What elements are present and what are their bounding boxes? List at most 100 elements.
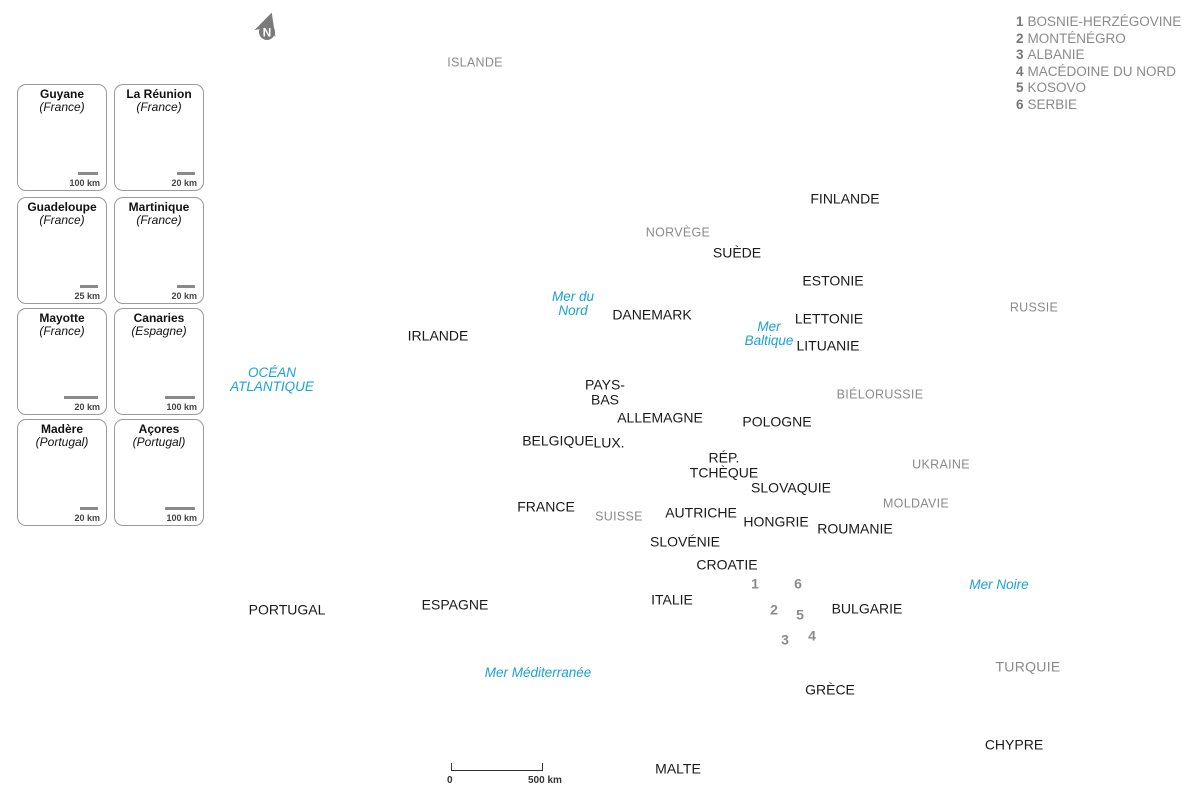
inset-scale-label: 25 km <box>74 291 100 301</box>
legend-number: 6 <box>1016 96 1024 112</box>
country-label-allemagne: ALLEMAGNE <box>617 409 703 426</box>
inset-country: (Portugal) <box>132 435 186 449</box>
inset-name: La Réunion <box>126 87 192 101</box>
country-label-pologne: POLOGNE <box>742 413 812 430</box>
inset-scale-bar <box>80 507 98 510</box>
inset-scale-label: 100 km <box>69 178 100 188</box>
inset-name: Martinique <box>128 200 190 214</box>
inset-guyane: Guyane (France) 100 km <box>17 84 107 191</box>
country-label-france: FRANCE <box>517 498 575 515</box>
inset-name: Madère <box>40 422 84 436</box>
country-label-irlande: IRLANDE <box>407 327 469 344</box>
inset-name: Guyane <box>39 87 84 101</box>
legend-number: 2 <box>1016 30 1024 46</box>
north-arrow: N <box>253 8 283 40</box>
country-label-bulgarie: BULGARIE <box>831 600 903 617</box>
inset-name: Mayotte <box>39 311 85 325</box>
country-label-chypre: CHYPRE <box>984 736 1044 753</box>
country-label-slovenie: SLOVÉNIE <box>649 533 721 550</box>
inset-madere: Madère (Portugal) 20 km <box>17 419 107 526</box>
legend-label: MONTÉNÉGRO <box>1027 30 1126 46</box>
sea-label-mer-mediterranee: Mer Méditerranée <box>484 664 592 680</box>
country-label-malte: MALTE <box>655 760 701 777</box>
sea-label-mer-noire: Mer Noire <box>969 576 1029 592</box>
scale-bar-start: 0 <box>447 775 453 786</box>
country-label-bielorussie: BIÉLORUSSIE <box>836 387 924 402</box>
map-number-5: 5 <box>796 606 804 623</box>
inset-scale-bar <box>177 172 195 175</box>
country-label-hongrie: HONGRIE <box>743 513 809 530</box>
country-label-danemark: DANEMARK <box>612 306 692 323</box>
sea-label-ocean-atlantique: OCÉAN ATLANTIQUE <box>230 364 314 394</box>
inset-canaries: Canaries (Espagne) 100 km <box>114 308 204 415</box>
inset-name: Açores <box>138 422 180 436</box>
country-label-russie: RUSSIE <box>1009 300 1059 315</box>
inset-scale-label: 20 km <box>171 178 197 188</box>
north-label: N <box>263 26 272 40</box>
inset-scale-bar <box>165 507 195 510</box>
inset-scale-label: 20 km <box>74 513 100 523</box>
country-label-italie: ITALIE <box>651 591 693 608</box>
sea-label-mer-du-nord: Mer du Nord <box>551 288 595 318</box>
country-label-pays-bas: PAYS- BAS <box>585 376 625 407</box>
inset-mayotte: Mayotte (France) 20 km <box>17 308 107 415</box>
inset-guadeloupe: Guadeloupe (France) 25 km <box>17 197 107 304</box>
inset-country: (Portugal) <box>35 435 89 449</box>
country-label-norvege: NORVÈGE <box>645 225 711 240</box>
country-label-slovaquie: SLOVAQUIE <box>751 479 831 496</box>
north-arrow-icon: N <box>254 12 276 40</box>
country-label-grece: GRÈCE <box>805 681 855 698</box>
inset-scale-label: 100 km <box>166 402 197 412</box>
inset-country: (France) <box>39 100 85 114</box>
country-label-suisse: SUISSE <box>595 509 643 524</box>
country-label-islande: ISLANDE <box>447 55 503 70</box>
legend-label: ALBANIE <box>1027 47 1085 62</box>
country-label-lituanie: LITUANIE <box>796 337 860 354</box>
country-label-luxembourg: LUX. <box>593 434 625 451</box>
country-label-estonie: ESTONIE <box>802 272 864 289</box>
inset-scale-bar <box>165 396 195 399</box>
map-number-6: 6 <box>794 575 802 592</box>
inset-country: (France) <box>136 213 182 227</box>
map-number-2: 2 <box>770 601 778 618</box>
map-number-1: 1 <box>751 575 759 592</box>
map-number-4: 4 <box>808 627 816 644</box>
inset-country: (France) <box>136 100 182 114</box>
inset-name: Canaries <box>133 311 185 325</box>
inset-scale-label: 100 km <box>166 513 197 523</box>
legend-number: 3 <box>1016 47 1024 62</box>
country-label-turquie: TURQUIE <box>995 658 1061 675</box>
legend-label: KOSOVO <box>1027 80 1087 95</box>
country-label-belgique: BELGIQUE <box>522 432 594 449</box>
country-label-finlande: FINLANDE <box>810 190 880 207</box>
legend-number: 1 <box>1016 14 1024 29</box>
scale-bar <box>451 763 543 771</box>
country-label-ukraine: UKRAINE <box>912 457 970 472</box>
legend-label: BOSNIE-HERZÉGOVINE <box>1027 14 1182 29</box>
country-label-espagne: ESPAGNE <box>421 596 489 613</box>
country-label-roumanie: ROUMANIE <box>817 520 893 537</box>
inset-country: (France) <box>39 324 85 338</box>
legend-label: SERBIE <box>1027 96 1078 112</box>
inset-la-reunion: La Réunion (France) 20 km <box>114 84 204 191</box>
country-label-portugal: PORTUGAL <box>248 601 326 618</box>
legend-number: 4 <box>1016 63 1024 79</box>
legend-label: MACÉDOINE DU NORD <box>1027 63 1177 79</box>
country-label-suede: SUÈDE <box>712 244 762 261</box>
country-label-autriche: AUTRICHE <box>665 504 737 521</box>
inset-scale-bar <box>64 396 98 399</box>
inset-scale-label: 20 km <box>171 291 197 301</box>
inset-country: (France) <box>39 213 85 227</box>
country-label-rep-tcheque: RÉP. TCHÈQUE <box>689 449 759 480</box>
inset-name: Guadeloupe <box>27 200 97 214</box>
sea-label-mer-baltique: Mer Baltique <box>744 318 794 348</box>
inset-scale-bar <box>80 285 98 288</box>
inset-country: (Espagne) <box>131 324 187 338</box>
inset-acores: Açores (Portugal) 100 km <box>114 419 204 526</box>
country-label-moldavie: MOLDAVIE <box>882 496 950 511</box>
